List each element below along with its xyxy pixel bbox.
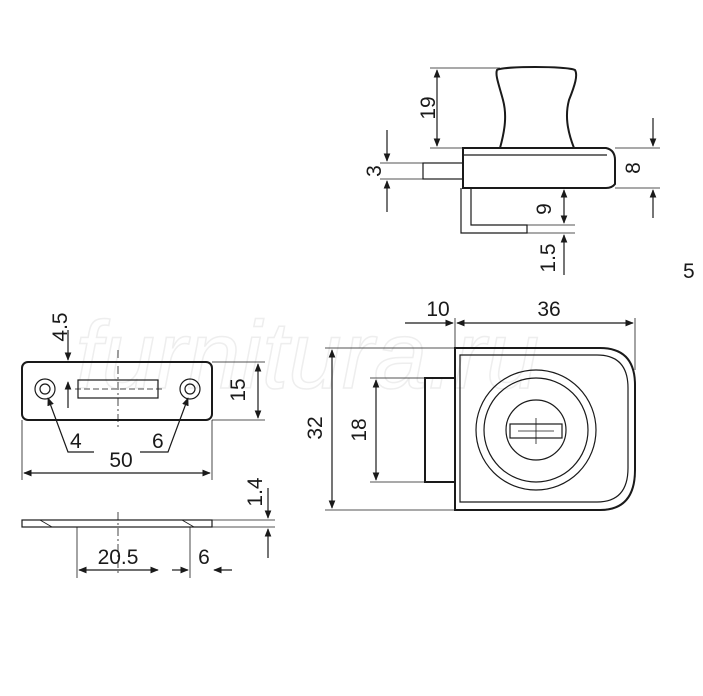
dim-label-18: 18 <box>348 418 371 441</box>
plate-profile-view: 1.4 20.5 6 <box>21 477 275 578</box>
dim-label-19: 19 <box>417 96 440 119</box>
profile-hatch <box>181 519 195 528</box>
dim-label-hole-small: 4 <box>70 430 82 453</box>
profile-hatch <box>39 519 53 528</box>
hole-left-outer <box>34 378 56 400</box>
knob-outline <box>495 66 578 149</box>
lock-housing-outer <box>454 347 636 511</box>
dim-label-36: 36 <box>537 298 560 321</box>
dim-label-1-4: 1.4 <box>244 477 267 507</box>
dim-label-15: 15 <box>227 378 250 401</box>
lock-body-side <box>462 147 616 189</box>
leader-hole-large <box>140 397 189 453</box>
dim-label-profile-6: 6 <box>198 546 210 569</box>
dim-label-10: 10 <box>426 298 449 321</box>
lock-housing-inner <box>459 354 629 503</box>
hole-right-inner <box>184 383 196 395</box>
dim-label-hole-large: 6 <box>152 430 164 453</box>
lock-front-view: 10 36 32 18 <box>304 298 636 511</box>
dim-label-8: 8 <box>622 162 645 174</box>
plate-outline <box>21 361 213 421</box>
dim-label-50: 50 <box>109 449 132 472</box>
side-note: 5 <box>683 260 695 283</box>
strike-plate-view: 4.5 15 4 6 50 <box>21 312 265 480</box>
profile-outline <box>21 519 213 528</box>
dim-label-9: 9 <box>533 203 556 215</box>
hole-left-inner <box>39 383 51 395</box>
pin-rect <box>422 162 464 180</box>
side-view: 19 3 8 9 1.5 5 <box>363 66 695 283</box>
dim-label-3: 3 <box>363 165 386 177</box>
dim-label-1-5: 1.5 <box>537 243 560 272</box>
tongue-block <box>424 377 456 483</box>
dim-label-20-5: 20.5 <box>98 546 139 569</box>
rosette-outer <box>475 369 597 491</box>
leader-hole-small <box>47 397 94 453</box>
dim-label-4-5: 4.5 <box>49 312 72 341</box>
rosette-inner <box>505 399 567 461</box>
hole-right-outer <box>179 378 201 400</box>
dim-label-32: 32 <box>304 416 327 439</box>
hook-outline <box>460 188 528 234</box>
rosette-middle <box>483 377 589 483</box>
